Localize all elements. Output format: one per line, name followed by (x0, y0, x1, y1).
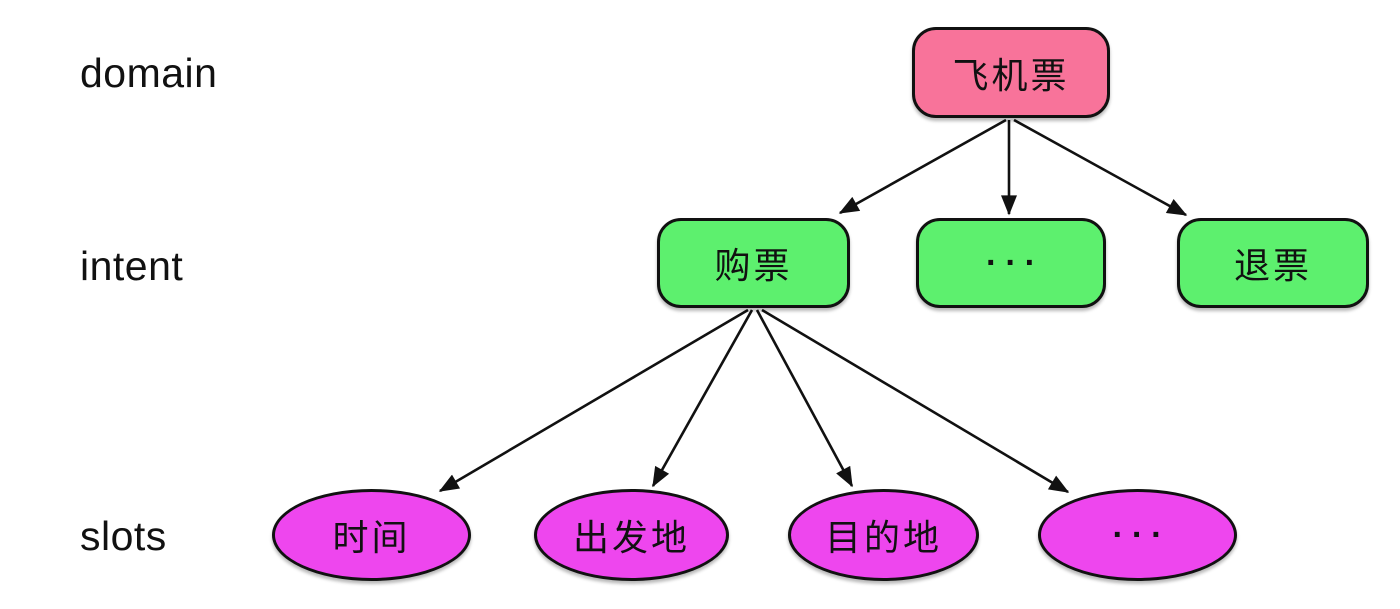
row-label-slots: slots (80, 513, 167, 559)
slot-node-label: 时间 (332, 517, 411, 558)
arrow-domain-to-intent-buy (838, 118, 1007, 215)
slot-node-label: ··· (1112, 515, 1171, 554)
intent-node-label: 购票 (714, 245, 793, 286)
intent-node-label: ··· (986, 243, 1044, 282)
slot-node-more: ··· (1038, 489, 1237, 581)
slot-node-label: 目的地 (824, 517, 942, 558)
arrow-domain-to-intent-refund (1013, 118, 1188, 217)
row-label-intent: intent (80, 243, 184, 289)
slot-node-label: 出发地 (572, 517, 690, 558)
domain-node-airplane-ticket: 飞机票 (912, 27, 1110, 118)
intent-node-buy-ticket: 购票 (657, 218, 850, 308)
domain-node-label: 飞机票 (952, 54, 1070, 96)
slot-node-destination: 目的地 (788, 489, 979, 581)
intent-node-refund-ticket: 退票 (1177, 218, 1369, 308)
intent-node-more: ··· (916, 218, 1106, 308)
arrow-intent-to-slot-destination (755, 309, 854, 488)
arrow-intent-to-slot-time (438, 308, 749, 493)
arrow-intent-to-slot-more (761, 308, 1070, 494)
slot-node-departure: 出发地 (534, 489, 729, 581)
slot-node-time: 时间 (272, 489, 471, 581)
intent-node-label: 退票 (1233, 245, 1312, 286)
arrow-intent-to-slot-departure (651, 309, 754, 488)
row-label-domain: domain (80, 50, 218, 96)
